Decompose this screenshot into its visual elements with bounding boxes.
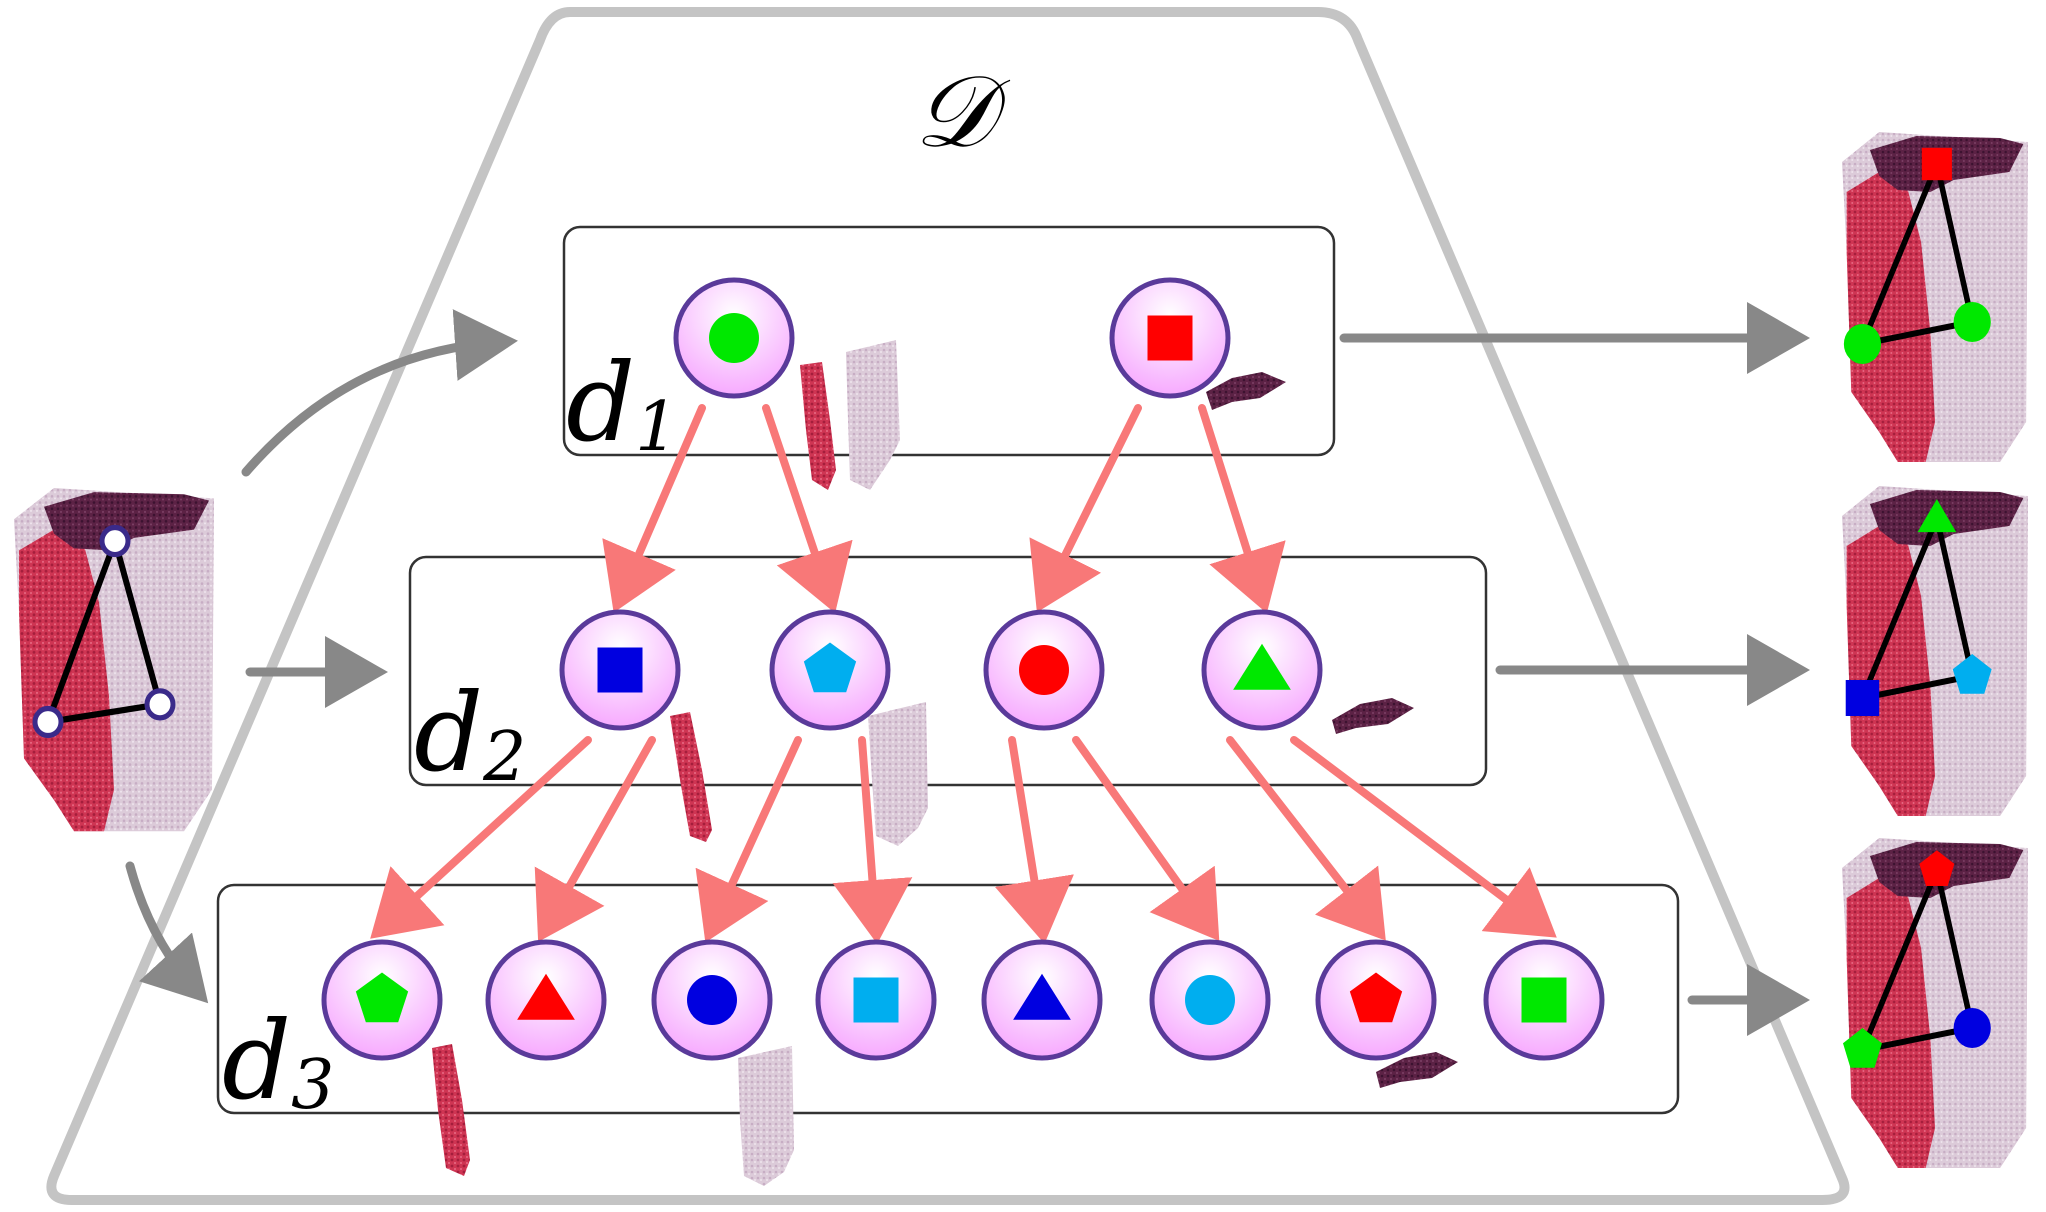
input-joint-left [32,705,64,739]
node-d3-3 [651,939,773,1061]
level-label-d1: d1 [566,341,678,467]
fragment-dark-d2 [1332,698,1414,734]
pentagon-glyph [355,972,409,1023]
level-box-d2 [408,555,1488,787]
input-point-cloud [14,488,214,832]
output-left-pentagon-glyph [1843,1028,1882,1068]
square-glyph [853,977,899,1023]
dictionary-trapezoid [46,7,1850,1205]
fragment-light-d1 [846,340,900,490]
input-joint-top [99,524,131,558]
node-d3-8 [1483,939,1605,1061]
tree-arrow-d2-4-to-d3-8 [1290,736,1557,938]
circle-glyph [1019,645,1069,695]
output-skeleton-graph [1843,147,1991,364]
node-d2-4 [1201,609,1323,731]
node-d2-2 [769,609,891,731]
level-label-d2: d2 [414,671,526,797]
triangle-glyph [1013,973,1071,1020]
output-right-pentagon-glyph [1952,654,1992,694]
node-d2-3 [983,609,1105,731]
node-d3-7 [1315,939,1437,1061]
triangle-glyph [1233,643,1291,690]
output-right-circle-glyph [1953,302,1991,342]
arrow-input-to-d3 [125,861,209,1004]
circle-glyph [687,975,737,1025]
input-joint-right [144,688,176,721]
node-d3-4 [815,939,937,1061]
gray-arrows [125,302,1810,1036]
fragment-dark-d3 [1376,1052,1458,1088]
level-box-d3 [216,883,1680,1115]
tree-arrow-d1-2-to-d2-4 [1198,404,1286,614]
tree-arrow-d2-1-to-d3-1 [370,736,592,939]
output-point-cloud-1 [1842,132,2028,462]
fragment-crimson-d3 [432,1044,470,1176]
level-label-d3: d3 [222,999,334,1125]
output-point-cloud-2 [1842,486,2028,816]
arrow-input-to-d1 [241,309,518,477]
output-left-square-glyph [1845,680,1880,716]
node-d1-2 [1109,277,1231,399]
fragment-light-d2 [868,702,928,846]
output-point-cloud-3 [1842,838,2028,1168]
tree-arrow-d2-4-to-d3-7 [1226,736,1386,941]
output-top-pentagon-glyph [1919,850,1955,887]
node-d1-1 [673,277,795,399]
node-d3-6 [1149,939,1271,1061]
square-glyph [1147,315,1193,361]
node-d2-1 [559,609,681,731]
tree-arrows [370,404,1557,944]
input-skeleton-graph [32,524,176,739]
tree-arrow-d2-3-to-d3-5 [994,736,1074,944]
fragment-crimson-d2 [670,712,712,842]
output-top-square-glyph [1921,147,1952,181]
pentagon-glyph [803,642,857,693]
node-d3-1 [321,939,443,1061]
output-point-clouds [1842,132,2028,1168]
output-right-circle-glyph [1953,1008,1991,1048]
pentagon-glyph [1349,972,1403,1023]
node-d3-5 [981,939,1103,1061]
level-box-d1 [562,225,1336,457]
tree-arrow-d1-2-to-d2-3 [1029,404,1142,613]
tree-arrow-d2-3-to-d3-6 [1072,736,1220,942]
fragment-dark-d1 [1206,372,1286,410]
output-top-triangle-glyph [1917,499,1957,533]
output-left-circle-glyph [1843,324,1882,364]
dictionary-label: 𝒟 [914,53,1011,170]
triangle-glyph [517,973,575,1020]
tree-arrow-d1-1-to-d2-1 [602,404,706,613]
square-glyph [597,647,643,693]
tree-arrow-d2-2-to-d3-4 [832,736,913,944]
node-d3-2 [485,939,607,1061]
circle-glyph [709,313,759,363]
output-skeleton-graph [1843,850,1991,1068]
square-glyph [1521,977,1567,1023]
circle-glyph [1185,975,1235,1025]
fragment-light-d3 [738,1046,794,1186]
fragment-crimson-d1 [800,362,836,490]
tree-arrow-d1-1-to-d2-2 [762,404,853,614]
dictionary-nodes [321,277,1605,1061]
output-skeleton-graph [1845,499,1992,716]
tree-arrow-d2-1-to-d3-2 [534,736,656,942]
tree-arrow-d2-2-to-d3-3 [695,736,802,943]
